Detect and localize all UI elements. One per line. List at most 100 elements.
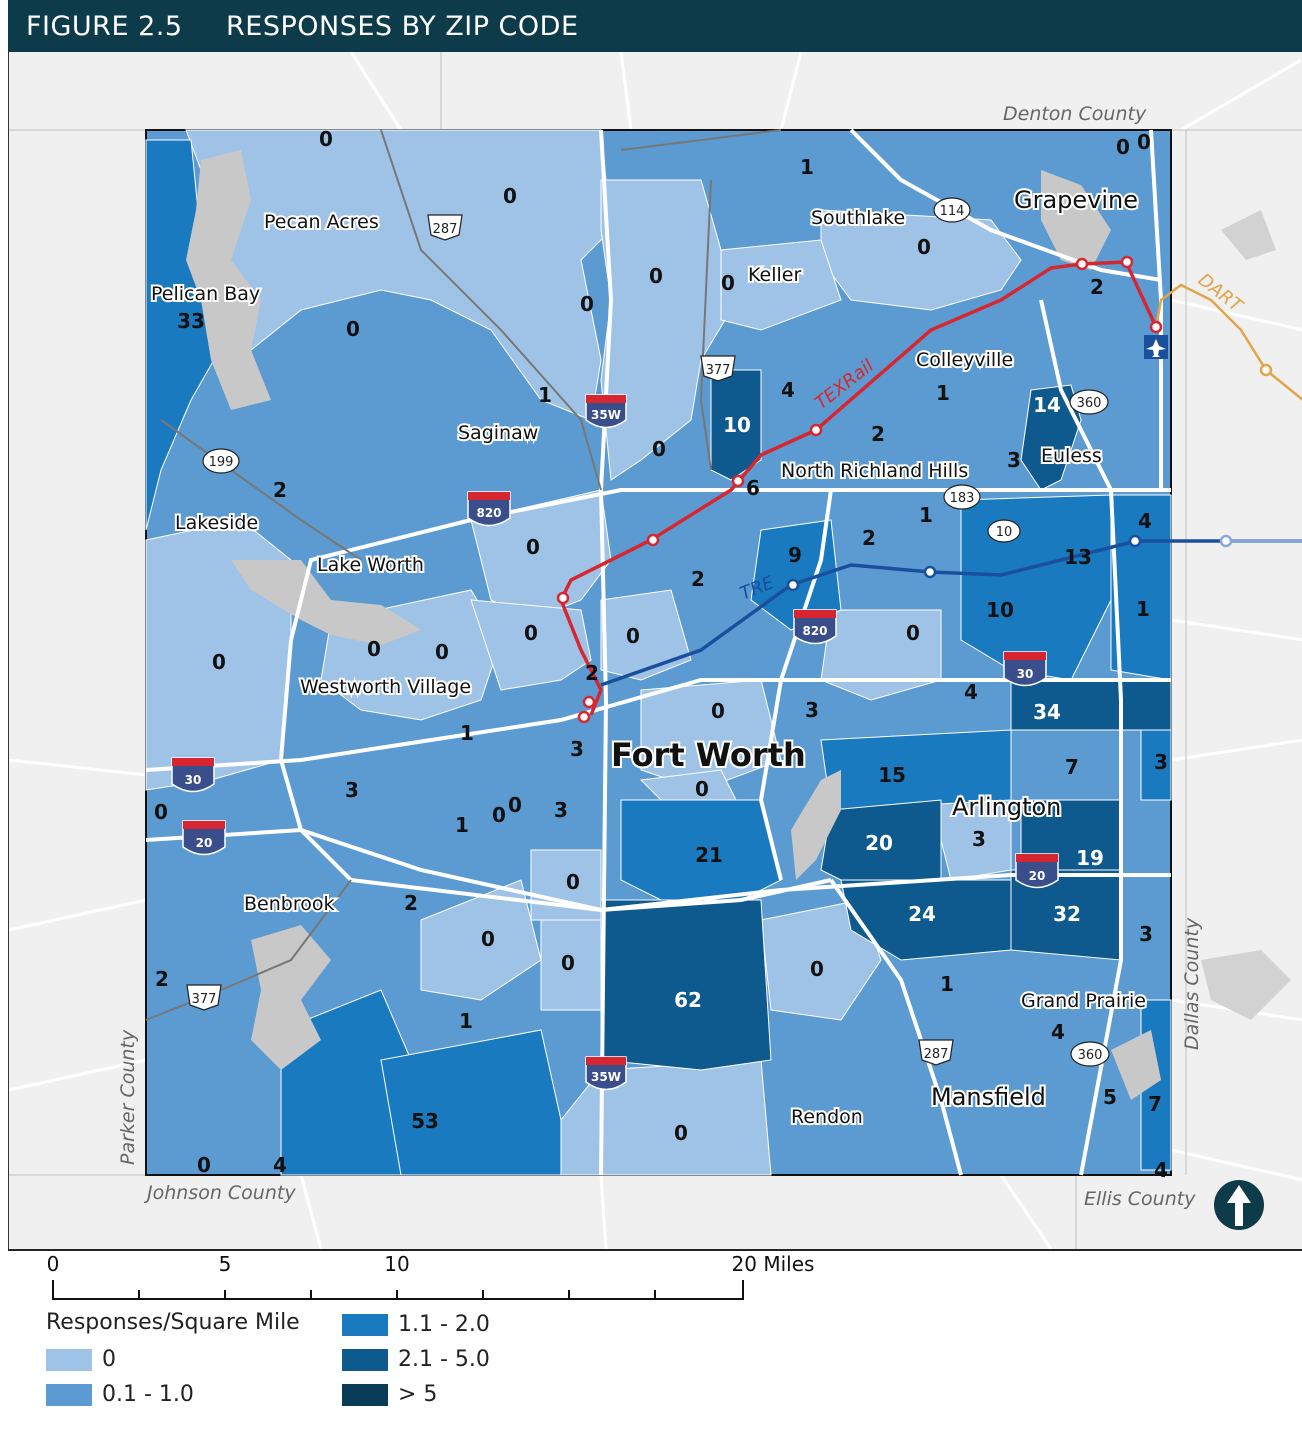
outside-county-lines xyxy=(9,52,1302,1249)
us377-shield-south: 377 xyxy=(186,984,222,1011)
legend-label: > 5 xyxy=(398,1382,438,1407)
zip-count: 53 xyxy=(411,1109,439,1133)
zip-count: 0 xyxy=(917,235,931,259)
place-north-richland-hills: North Richland Hills xyxy=(781,460,968,482)
zip-polygon[interactable] xyxy=(600,589,692,681)
zip-polygon[interactable] xyxy=(1020,384,1082,491)
svg-text:287: 287 xyxy=(924,1047,949,1062)
map-frame[interactable]: 35W 35W 820 820 30 30 20 20 287 377 37 xyxy=(8,52,1302,1251)
zip-count: 2 xyxy=(404,891,418,915)
zip-polygon[interactable] xyxy=(820,609,942,701)
zip-count: 1 xyxy=(1136,597,1150,621)
zip-count: 0 xyxy=(561,951,575,975)
zip-count: 0 xyxy=(503,184,517,208)
i820-shield-east: 820 xyxy=(793,609,837,645)
zip-count: 0 xyxy=(711,699,725,723)
zip-polygon[interactable] xyxy=(380,1029,562,1176)
dart-station xyxy=(1259,363,1273,377)
zip-count: 3 xyxy=(972,827,986,851)
legend-label: 1.1 - 2.0 xyxy=(398,1312,490,1337)
zip-count: 0 xyxy=(524,621,538,645)
zip-count: 1 xyxy=(460,721,474,745)
svg-text:30: 30 xyxy=(1017,667,1034,681)
zip-polygon[interactable] xyxy=(600,899,772,1071)
place-euless: Euless xyxy=(1041,445,1102,467)
zip-count: 1 xyxy=(455,813,469,837)
svg-text:20: 20 xyxy=(1029,869,1046,883)
zip-count: 10 xyxy=(723,413,751,437)
zip-count: 0 xyxy=(367,637,381,661)
us377-north xyxy=(699,179,712,471)
zip-polygon[interactable] xyxy=(840,879,1012,961)
zip-count: 1 xyxy=(459,1009,473,1033)
us287-north xyxy=(380,129,602,491)
i30-shield-east: 30 xyxy=(1003,651,1047,687)
tre-stations xyxy=(786,534,1233,592)
zip-count: 0 xyxy=(652,437,666,461)
zip-count: 21 xyxy=(695,843,723,867)
zip-count: 0 xyxy=(674,1121,688,1145)
texrail-line[interactable] xyxy=(559,260,1158,716)
zip-count: 0 xyxy=(492,803,506,827)
legend-swatch xyxy=(46,1349,92,1371)
airport-icon[interactable] xyxy=(1144,335,1168,359)
sh360-marker-north: 360 xyxy=(1069,389,1109,415)
zip-count: 3 xyxy=(345,778,359,802)
i820-shield-north: 820 xyxy=(467,491,511,527)
i20-road xyxy=(145,827,1171,913)
zip-count: 13 xyxy=(1064,545,1092,569)
zip-count: 4 xyxy=(273,1153,287,1177)
zip-count: 62 xyxy=(674,988,702,1012)
map-svg[interactable]: 35W 35W 820 820 30 30 20 20 287 377 37 xyxy=(9,52,1302,1249)
zip-count: 15 xyxy=(878,763,906,787)
legend-swatch xyxy=(342,1384,388,1406)
figure-title: RESPONSES BY ZIP CODE xyxy=(226,11,579,42)
svg-text:360: 360 xyxy=(1077,396,1102,411)
zip-polygon[interactable] xyxy=(720,239,842,331)
zip-count: 0 xyxy=(649,264,663,288)
zip-count: 2 xyxy=(691,567,705,591)
highway-markers: 287 377 377 287 114 360 360 199 183 10 xyxy=(186,197,1110,1067)
i30-shield-west: 30 xyxy=(171,757,215,793)
svg-text:35W: 35W xyxy=(591,1070,621,1084)
highways xyxy=(145,128,1171,1176)
outside-roads xyxy=(9,52,1302,1249)
johnson-county-label: Johnson County xyxy=(143,1182,296,1204)
scale-tick-0: 0 xyxy=(47,1252,60,1276)
svg-text:20: 20 xyxy=(196,836,213,850)
legend-item-2: 1.1 - 2.0 xyxy=(342,1312,490,1337)
zip-count: 14 xyxy=(1033,393,1061,417)
svg-text:199: 199 xyxy=(209,455,234,470)
zip-count: 0 xyxy=(626,624,640,648)
zip-count: 4 xyxy=(1051,1020,1065,1044)
scale-tick-10: 10 xyxy=(384,1252,409,1276)
sh199-marker: 199 xyxy=(202,448,240,474)
svg-text:183: 183 xyxy=(950,491,975,506)
figure-header: FIGURE 2.5 RESPONSES BY ZIP CODE xyxy=(8,0,1302,52)
zip-count: 4 xyxy=(1138,509,1152,533)
zip-count: 0 xyxy=(906,621,920,645)
lake-arlington xyxy=(791,770,841,880)
zip-count: 10 xyxy=(986,598,1014,622)
i35w-shield-south: 35W xyxy=(585,1056,627,1091)
zip-count: 0 xyxy=(508,793,522,817)
legend-label: 0.1 - 1.0 xyxy=(102,1382,194,1407)
zip-count: 3 xyxy=(1007,448,1021,472)
zip-count: 2 xyxy=(1090,275,1104,299)
place-saginaw: Saginaw xyxy=(458,422,538,444)
i20-shield-west: 20 xyxy=(182,820,226,856)
legend-item-0: 0 xyxy=(46,1347,116,1372)
zip-count: 2 xyxy=(585,661,599,685)
place-pecan-acres: Pecan Acres xyxy=(264,211,379,233)
zip-count: 7 xyxy=(1065,755,1079,779)
sh360-road xyxy=(1039,299,1123,1176)
zip-count: 4 xyxy=(1154,1158,1168,1182)
grapevine-lake xyxy=(1041,170,1111,270)
place-labels: Pecan Acres Pelican Bay Saginaw Lakeside… xyxy=(149,184,1148,1130)
zip-count: 4 xyxy=(781,378,795,402)
ellis-county-label: Ellis County xyxy=(1084,1188,1196,1210)
zip-count: 0 xyxy=(212,650,226,674)
zip-count: 5 xyxy=(1103,1085,1117,1109)
zip-count: 6 xyxy=(746,476,760,500)
place-arlington: Arlington xyxy=(952,793,1061,821)
